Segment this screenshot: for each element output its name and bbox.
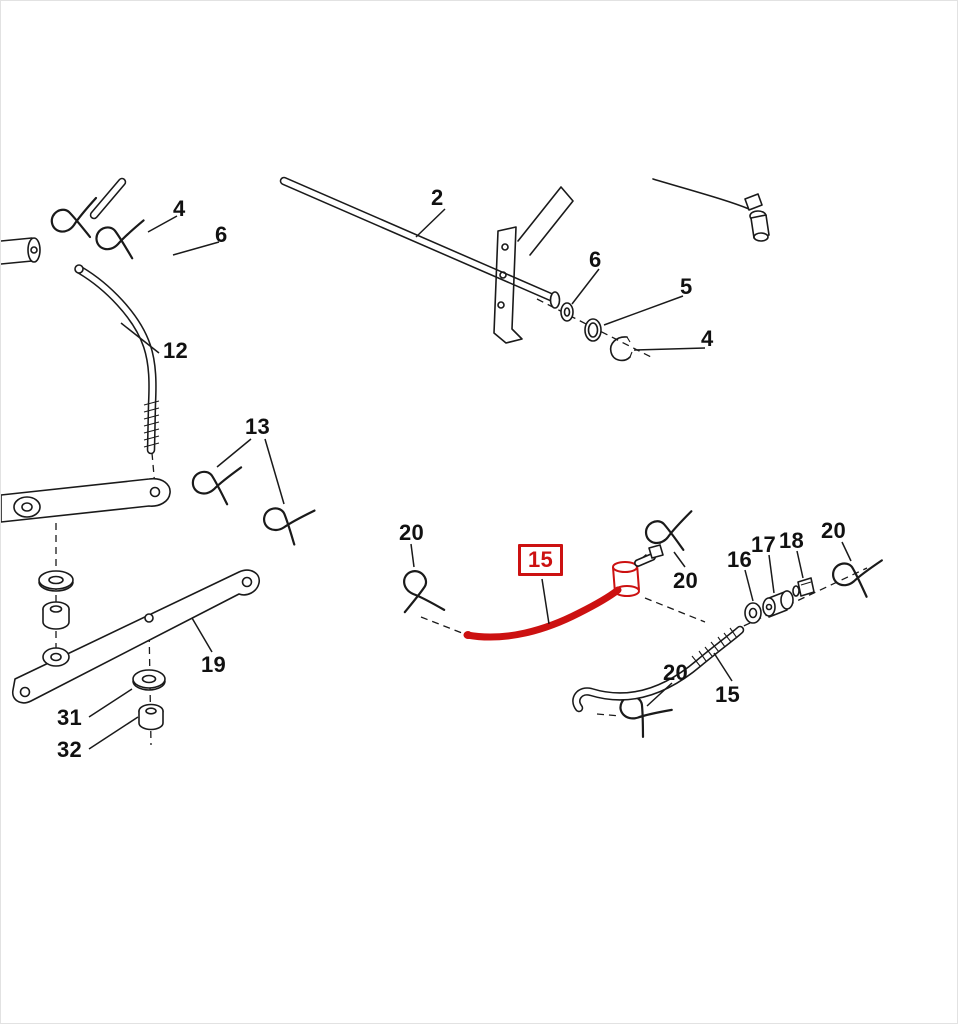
top-left-fasteners bbox=[1, 177, 145, 265]
assembly-centerlines bbox=[55, 298, 868, 746]
highlighted-link-rod-15 bbox=[463, 544, 664, 641]
hairpin-clip-icon bbox=[395, 565, 446, 620]
hairpin-clip-icon bbox=[188, 457, 243, 507]
callout-20-right: 20 bbox=[821, 518, 847, 543]
callout-20-lower: 20 bbox=[663, 660, 689, 685]
callout-20-center: 20 bbox=[673, 568, 699, 593]
callout-13: 13 bbox=[245, 414, 271, 439]
lift-rod-12 bbox=[74, 264, 160, 455]
adjuster-group-16-17-18 bbox=[744, 577, 815, 624]
callout-16: 16 bbox=[727, 547, 753, 572]
callout-32: 32 bbox=[57, 737, 83, 762]
hairpin-clip-icon bbox=[257, 492, 316, 548]
hairpin-clips-13 bbox=[188, 457, 316, 548]
callout-31: 31 bbox=[57, 705, 83, 730]
callout-5: 5 bbox=[680, 274, 693, 299]
link-rod-15-lower bbox=[572, 625, 745, 713]
washer-set-6-5-4 bbox=[560, 302, 633, 362]
callout-6-top: 6 bbox=[215, 222, 228, 247]
callout-20-left: 20 bbox=[399, 520, 425, 545]
callout-4-clip: 4 bbox=[701, 326, 714, 351]
leader-lines bbox=[88, 208, 852, 750]
callout-4-top: 4 bbox=[173, 196, 186, 221]
callout-6-washer: 6 bbox=[589, 247, 602, 272]
callout-12: 12 bbox=[163, 338, 189, 363]
hairpin-clip-icon bbox=[644, 507, 693, 552]
hairpin-clip-icon bbox=[93, 213, 145, 261]
pivot-washer-nut-stack bbox=[38, 570, 74, 630]
link-rod-2 bbox=[279, 176, 561, 309]
callout-2: 2 bbox=[431, 185, 444, 210]
callout-18: 18 bbox=[779, 528, 805, 553]
hairpin-clip-icon bbox=[828, 548, 883, 600]
callout-19: 19 bbox=[201, 652, 227, 677]
callout-15-highlighted: 15 bbox=[518, 544, 564, 576]
hairpin-clip-icon bbox=[50, 196, 98, 239]
retainer-clips-20 bbox=[395, 507, 883, 742]
callout-15-lower: 15 bbox=[715, 682, 741, 707]
lift-arms-19 bbox=[1, 477, 260, 704]
bracket-assembly bbox=[493, 186, 574, 344]
washer-nut-stack-31-32 bbox=[132, 669, 166, 731]
cable-connector bbox=[652, 178, 770, 242]
callout-17: 17 bbox=[751, 532, 777, 557]
